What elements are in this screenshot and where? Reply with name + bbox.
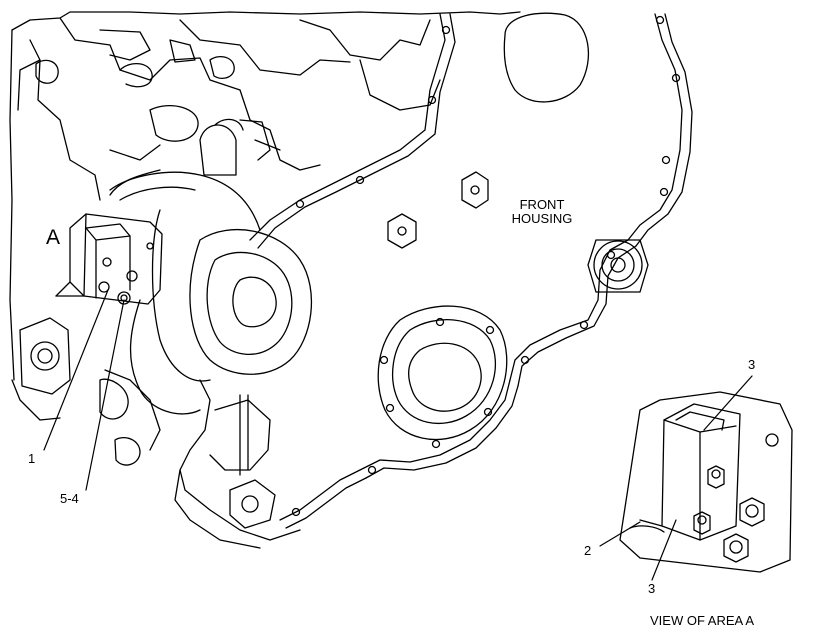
detail-view-area-a [619, 391, 793, 573]
front-housing-label: FRONT HOUSING [510, 197, 574, 227]
side-bracket [11, 317, 71, 421]
callout-2: 2 [584, 543, 592, 558]
callout-3-bottom: 3 [648, 581, 656, 596]
lower-housing [174, 379, 301, 549]
callout-5-4: 5-4 [60, 491, 79, 506]
water-pump-housing [99, 171, 313, 466]
front-housing-label-line2: HOUSING [511, 211, 573, 227]
front-housing-label-line1: FRONT [519, 197, 565, 212]
leader-lines [43, 289, 753, 581]
view-caption: VIEW OF AREA A [650, 613, 755, 628]
callout-1: 1 [28, 451, 36, 466]
area-a-block [55, 213, 163, 305]
engine-block [9, 11, 521, 381]
front-housing-plate [249, 12, 693, 529]
callout-3-top: 3 [748, 357, 756, 372]
area-a-label: A [46, 226, 61, 249]
